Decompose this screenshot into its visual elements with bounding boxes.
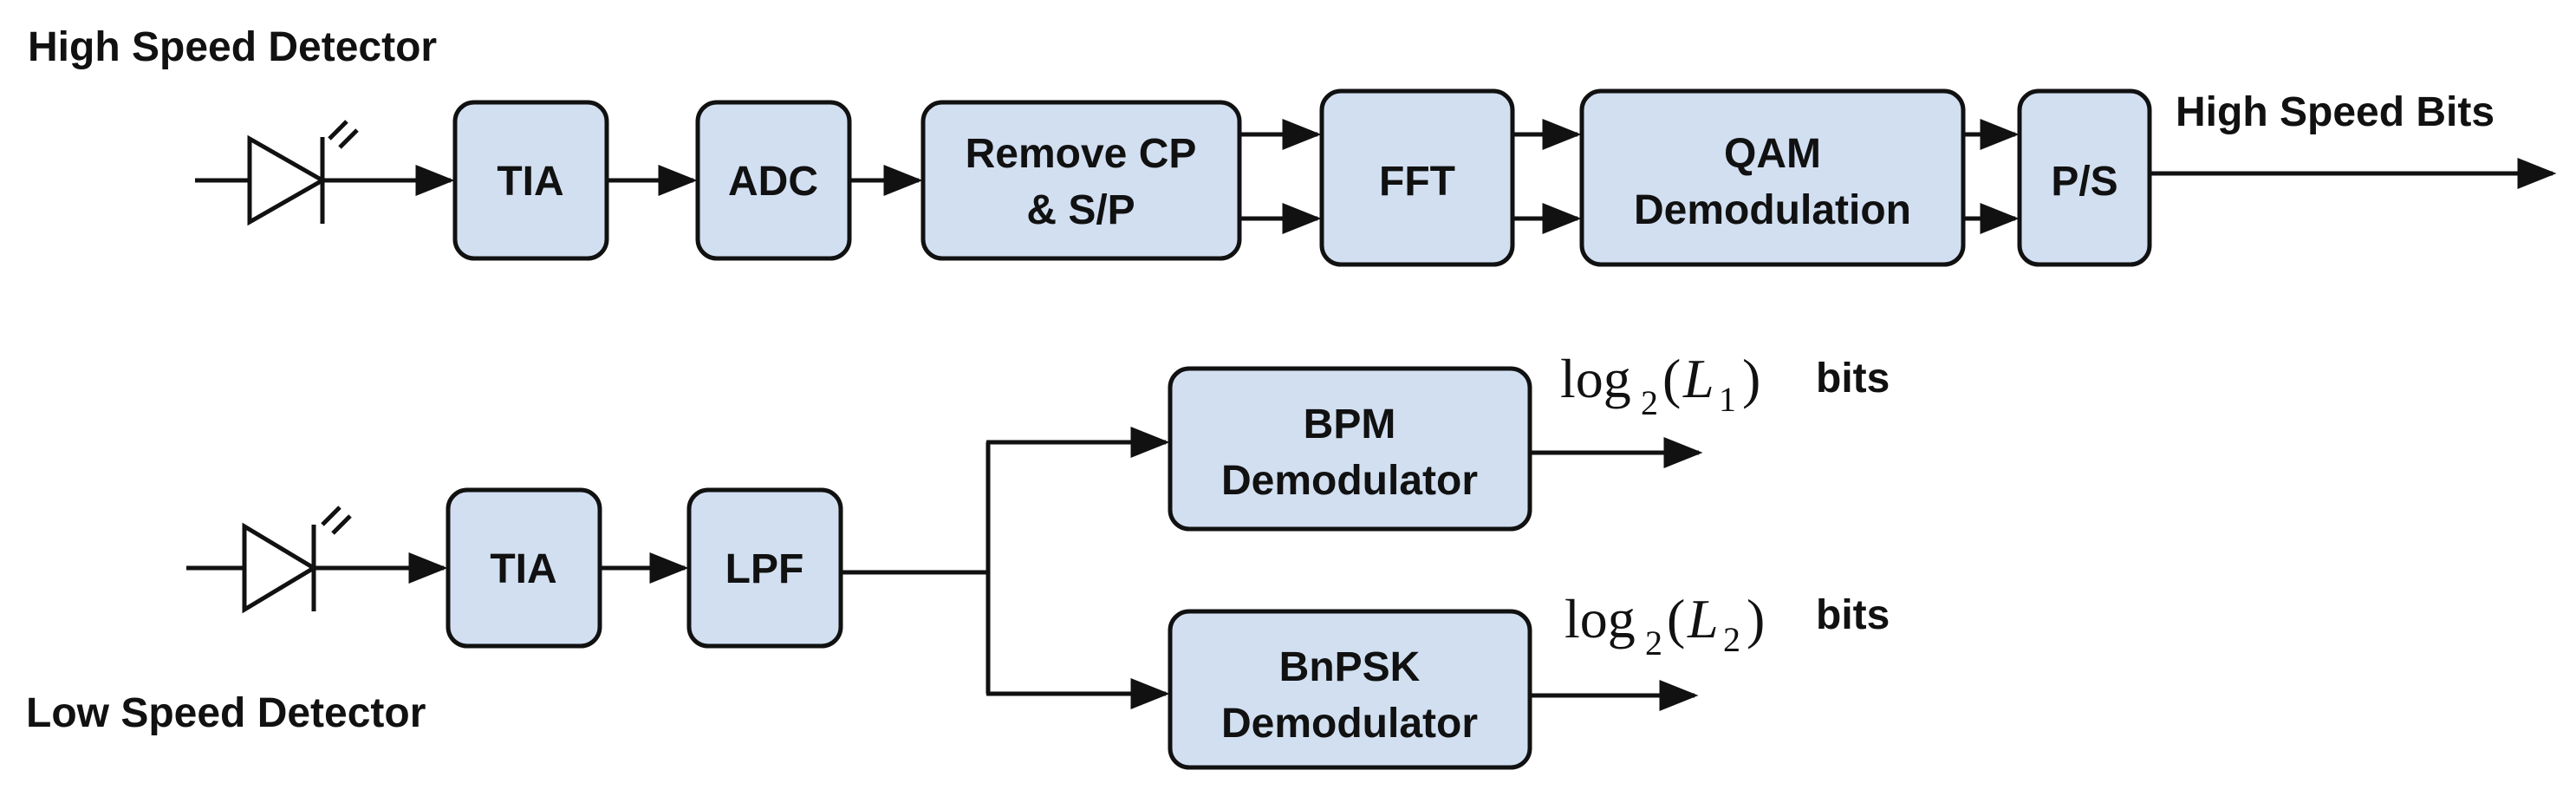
qam-label-2: Demodulation	[1634, 187, 1911, 233]
splitter-wires	[841, 442, 991, 694]
svg-text:log: log	[1564, 588, 1636, 650]
high-tia-label: TIA	[497, 159, 563, 205]
output-2-open-paren: (	[1667, 588, 1685, 650]
bpm-demodulator-block: BPM Demodulator	[1168, 366, 1532, 532]
bnpsk-label-2: Demodulator	[1221, 701, 1478, 747]
high-speed-bits-label: High Speed Bits	[2176, 89, 2495, 135]
output-1-index: 1	[1719, 380, 1736, 419]
remove-cp-label-2: & S/P	[1026, 187, 1135, 233]
output-2-var: L	[1687, 588, 1719, 650]
output-1-close-paren: )	[1742, 348, 1760, 409]
output-1-label: log 2 ( L 1 ) bits	[1560, 348, 1890, 422]
adc-block: ADC	[695, 100, 852, 261]
output-1-var: L	[1682, 348, 1714, 409]
remove-cp-block: Remove CP & S/P	[920, 100, 1242, 261]
qam-label-1: QAM	[1724, 131, 1821, 177]
lpf-block: LPF	[686, 487, 843, 649]
output-2-suffix: bits	[1816, 592, 1890, 638]
output-2-close-paren: )	[1747, 588, 1765, 650]
ps-label: P/S	[2051, 159, 2117, 205]
ps-block: P/S	[2017, 88, 2152, 267]
fft-block: FFT	[1319, 88, 1515, 267]
bpm-label-2: Demodulator	[1221, 458, 1478, 504]
low-tia-label: TIA	[490, 546, 556, 592]
high-speed-photodiode-icon	[195, 120, 359, 226]
low-speed-photodiode-icon	[186, 506, 352, 614]
fft-label: FFT	[1379, 159, 1455, 205]
svg-text:log: log	[1560, 348, 1631, 409]
bpm-label-1: BPM	[1304, 402, 1396, 447]
output-1-open-paren: (	[1662, 348, 1681, 409]
output-2-log: log	[1564, 588, 1636, 650]
output-1-base: 2	[1641, 383, 1658, 422]
high-speed-detector-title: High Speed Detector	[28, 24, 437, 70]
output-2-base: 2	[1645, 623, 1662, 663]
low-speed-detector-title: Low Speed Detector	[26, 690, 426, 736]
low-tia-block: TIA	[446, 487, 602, 649]
output-2-index: 2	[1723, 620, 1740, 659]
high-tia-block: TIA	[452, 100, 609, 261]
bnpsk-label-1: BnPSK	[1279, 644, 1421, 690]
output-2-label: log 2 ( L 2 ) bits	[1564, 588, 1890, 663]
output-1-suffix: bits	[1816, 356, 1890, 402]
lpf-label: LPF	[725, 546, 804, 592]
output-1-log: log	[1560, 348, 1631, 409]
remove-cp-label-1: Remove CP	[966, 131, 1197, 177]
bnpsk-demodulator-block: BnPSK Demodulator	[1168, 609, 1532, 770]
qam-demodulation-block: QAM Demodulation	[1579, 88, 1966, 267]
adc-label: ADC	[728, 159, 818, 205]
